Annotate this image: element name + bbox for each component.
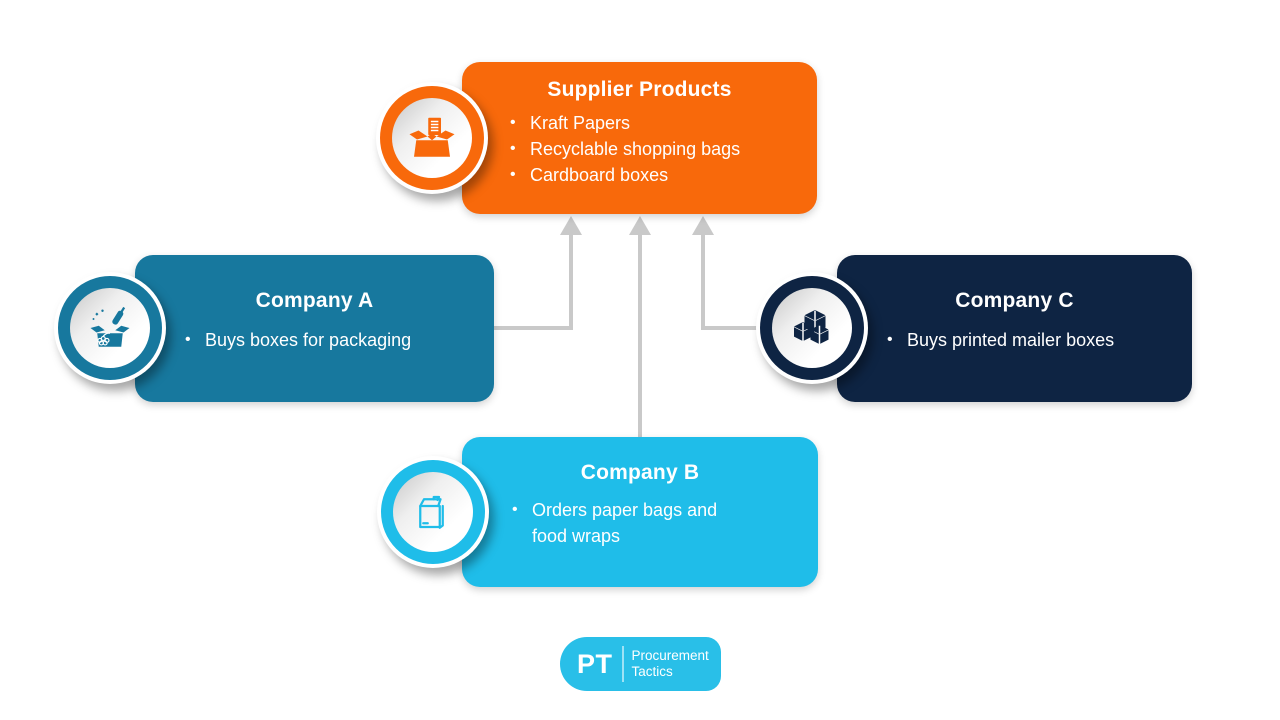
- paper-bag-icon: [393, 472, 473, 552]
- connector-company-c-horizontal: [701, 326, 761, 330]
- supplier-products-title: Supplier Products: [547, 78, 732, 101]
- connector-company-c-vertical: [701, 234, 705, 330]
- arrowhead-company-c-icon: [692, 216, 714, 235]
- company-c-badge: [756, 272, 868, 384]
- bullet-icon: •: [185, 331, 191, 348]
- list-item: • Buys printed mailer boxes: [887, 327, 1178, 353]
- connector-company-a-vertical: [569, 234, 573, 330]
- logo-monogram: PT: [577, 648, 613, 679]
- company-c-card: Company C • Buys printed mailer boxes: [837, 255, 1192, 402]
- list-item: • Recyclable shopping bags: [510, 136, 799, 162]
- bullet-icon: •: [510, 166, 516, 183]
- list-item-text: Kraft Papers: [530, 113, 631, 133]
- company-b-title: Company B: [580, 461, 700, 484]
- list-item: • Kraft Papers: [510, 110, 799, 136]
- bullet-icon: •: [512, 501, 518, 518]
- logo-wordmark: Procurement Tactics: [632, 648, 709, 680]
- company-a-card: Company A • Buys boxes for packaging: [135, 255, 494, 402]
- list-item-text: Recyclable shopping bags: [530, 139, 741, 159]
- bullet-icon: •: [510, 140, 516, 157]
- gift-box-icon: [70, 288, 150, 368]
- bullet-icon: •: [887, 331, 893, 348]
- company-a-badge: [54, 272, 166, 384]
- list-item: • Buys boxes for packaging: [185, 327, 480, 353]
- company-b-card: Company B • Orders paper bags and food wr…: [462, 437, 818, 587]
- arrowhead-company-b-icon: [629, 216, 651, 235]
- supplier-products-card: Supplier Products • Kraft Papers • Recycla…: [462, 62, 817, 214]
- list-item: • Orders paper bags and food wraps: [512, 497, 772, 549]
- procurement-tactics-logo: PT Procurement Tactics: [560, 637, 721, 691]
- parcel-boxes-icon: [772, 288, 852, 368]
- supplier-products-list: •Kraft Papers •Recyclable shopping bags …: [510, 110, 799, 188]
- list-item-text: Cardboard boxes: [530, 165, 669, 185]
- logo-word-line2: Tactics: [631, 664, 673, 679]
- company-c-list: • Buys printed mailer boxes: [887, 327, 1178, 353]
- list-item-text: Orders paper bags and food wraps: [532, 500, 718, 546]
- bullet-icon: •: [510, 114, 516, 131]
- company-a-title: Company A: [255, 289, 374, 312]
- list-item-text: Buys printed mailer boxes: [907, 330, 1115, 350]
- logo-divider: [621, 646, 624, 682]
- list-item-text: Buys boxes for packaging: [205, 330, 412, 350]
- logo-word-line1: Procurement: [631, 648, 709, 663]
- company-b-list: • Orders paper bags and food wraps: [512, 497, 804, 549]
- supplier-products-badge: [376, 82, 488, 194]
- company-c-title: Company C: [955, 289, 1074, 312]
- connector-company-a-horizontal: [494, 326, 573, 330]
- company-a-list: • Buys boxes for packaging: [185, 327, 480, 353]
- list-item: • Cardboard boxes: [510, 162, 799, 188]
- company-b-badge: [377, 456, 489, 568]
- open-box-icon: [392, 98, 472, 178]
- connector-company-b-vertical: [638, 234, 642, 437]
- arrowhead-company-a-icon: [560, 216, 582, 235]
